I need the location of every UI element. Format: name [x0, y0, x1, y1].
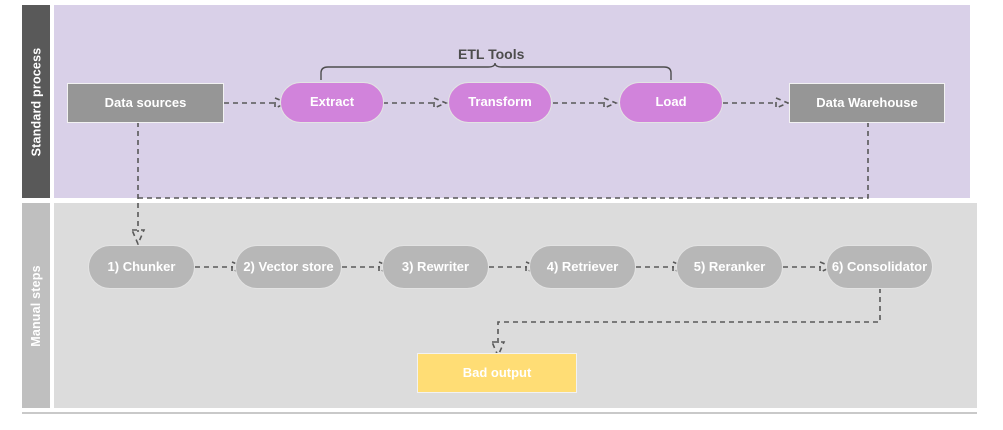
node-extract-label: Extract	[309, 94, 355, 110]
diagram-bottom-rule	[22, 412, 977, 414]
node-transform[interactable]: Transform	[448, 82, 552, 123]
node-transform-label: Transform	[468, 94, 532, 110]
node-consolidator[interactable]: 6) Consolidator	[826, 245, 933, 289]
node-data-sources[interactable]: Data sources	[67, 83, 224, 123]
connector-consolidator-to-bad-output	[490, 288, 881, 359]
node-extract[interactable]: Extract	[280, 82, 384, 123]
node-vector-store-label: 2) Vector store	[243, 258, 334, 274]
node-data-warehouse[interactable]: Data Warehouse	[789, 83, 945, 123]
node-data-warehouse-label: Data Warehouse	[816, 94, 918, 110]
connector-load-to-data-warehouse	[723, 96, 791, 110]
connector-data-sources-to-chunker	[130, 122, 146, 247]
node-rewriter-label: 3) Rewriter	[401, 258, 470, 274]
lane-standard-process-label: Standard process	[29, 47, 44, 156]
node-chunker-label: 1) Chunker	[107, 258, 176, 274]
etl-tools-bracket	[320, 62, 672, 80]
connector-transform-to-load	[553, 96, 619, 110]
node-reranker[interactable]: 5) Reranker	[676, 245, 783, 289]
node-retriever-label: 4) Retriever	[546, 258, 619, 274]
node-reranker-label: 5) Reranker	[693, 258, 766, 274]
node-rewriter[interactable]: 3) Rewriter	[382, 245, 489, 289]
node-load[interactable]: Load	[619, 82, 723, 123]
node-bad-output[interactable]: Bad output	[417, 353, 577, 393]
node-retriever[interactable]: 4) Retriever	[529, 245, 636, 289]
connector-data-warehouse-to-lane-boundary	[138, 122, 869, 199]
connector-extract-to-transform	[383, 96, 449, 110]
node-chunker[interactable]: 1) Chunker	[88, 245, 195, 289]
node-data-sources-label: Data sources	[104, 94, 187, 110]
node-vector-store[interactable]: 2) Vector store	[235, 245, 342, 289]
etl-tools-label: ETL Tools	[458, 46, 525, 62]
node-load-label: Load	[655, 94, 687, 110]
lane-manual-steps-header: Manual steps	[22, 203, 50, 408]
lane-manual-steps-label: Manual steps	[29, 264, 43, 347]
node-consolidator-label: 6) Consolidator	[831, 258, 928, 274]
lane-standard-process-header: Standard process	[22, 5, 50, 198]
node-bad-output-label: Bad output	[462, 364, 532, 380]
